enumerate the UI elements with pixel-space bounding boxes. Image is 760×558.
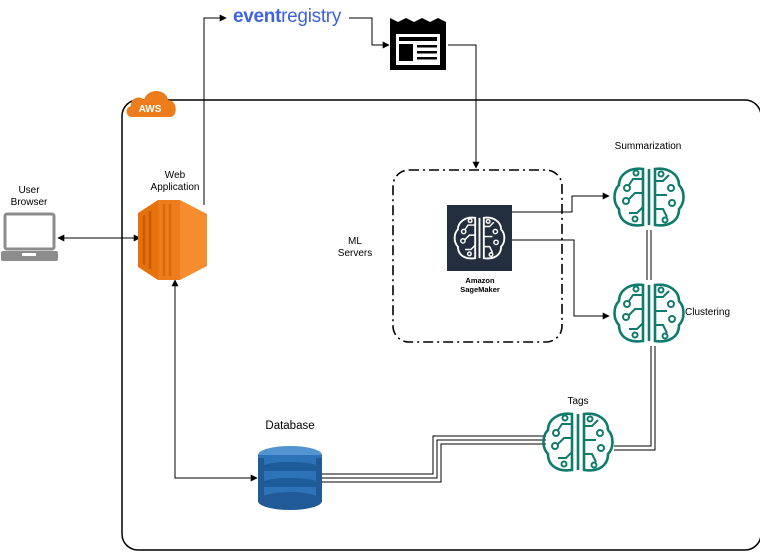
ml-brain-icon [613,283,685,343]
web-app-label-line1: Web [164,170,186,181]
eventregistry-logo-part1: event [233,6,282,27]
web-app-label: Web Application [151,170,200,194]
eventregistry-logo: eventregistry [233,6,341,28]
newspaper-icon [390,18,446,70]
ml-servers-label-line1: ML [348,236,362,247]
summarization-label: Summarization [614,141,682,152]
sagemaker-label-line1: Amazon [465,276,495,285]
edge-webapp-database [171,279,258,482]
edge-sagemaker-to-summarization [512,192,610,213]
edge-tags-database [322,435,546,483]
dynamodb-icon [258,446,322,510]
ml-servers-label-line2: Servers [337,248,373,259]
tags-label: Tags [567,396,589,407]
edge-news-to-mlservers [448,44,480,169]
aws-badge-text: AWS [139,104,162,115]
laptop-icon [1,212,58,261]
ec2-instance-icon [138,200,207,280]
eventregistry-logo-part2: registry [281,6,342,27]
ml-servers-group [392,169,563,343]
edge-eventregistry-to-news [349,17,390,49]
edge-webapp-to-eventregistry [203,14,227,205]
ml-servers-label: ML Servers [338,236,372,260]
sagemaker-brain-icon [447,205,512,271]
edge-summarization-clustering [646,230,652,280]
user-browser-label: User Browser [11,185,48,209]
clustering-label: Clustering [685,307,731,318]
aws-cloud-icon: AWS [126,91,176,117]
aws-cloud-group [121,99,760,551]
user-browser-label-line2: Browser [10,197,48,208]
ml-brain-icon [542,412,614,472]
edge-sagemaker-to-clustering [512,239,610,320]
database-label: Database [265,420,315,432]
edge-clustering-tags [614,346,656,451]
web-app-label-line2: Application [150,182,200,193]
ml-brain-icon [613,167,685,227]
user-browser-label-line1: User [18,185,40,196]
sagemaker-label-line2: SageMaker [460,285,500,294]
sagemaker-label: Amazon SageMaker [447,276,513,294]
